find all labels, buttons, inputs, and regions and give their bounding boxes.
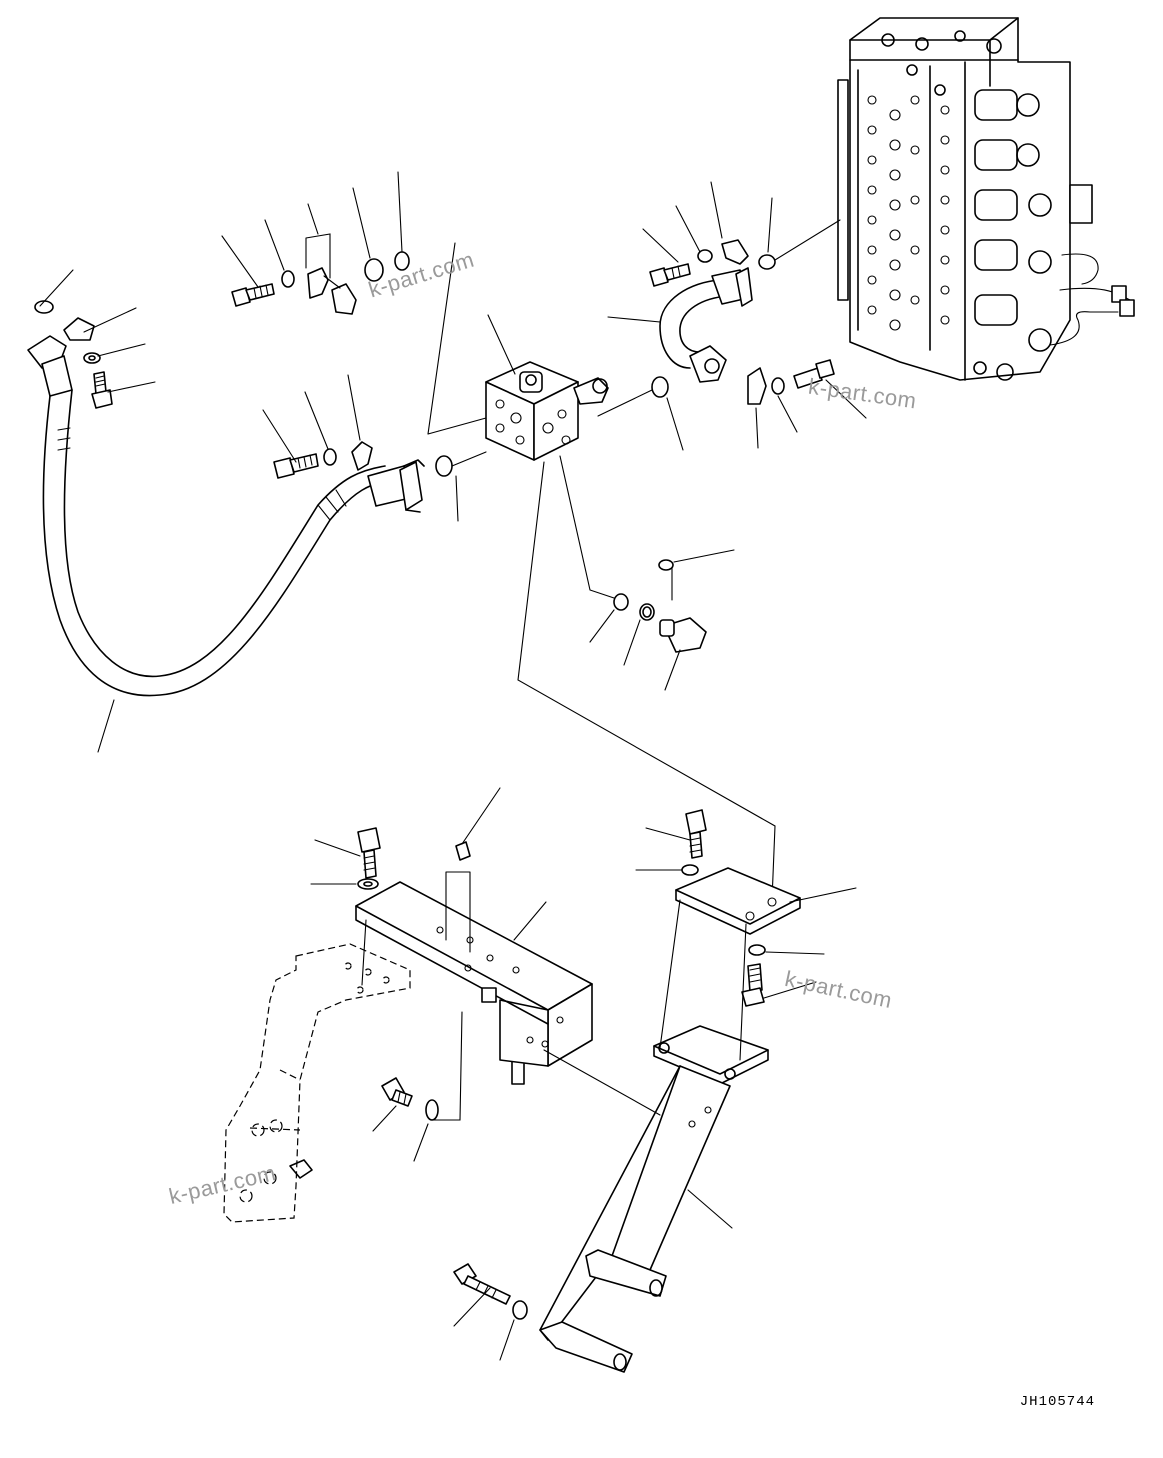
washer: [771, 377, 785, 395]
frame-member-phantom: [223, 943, 411, 1223]
pressure-sensor-group: [589, 549, 735, 691]
assembly-lines: [427, 242, 776, 901]
upper-flange-kit: [221, 171, 410, 315]
clamp-half: [721, 239, 749, 265]
washer: [425, 1099, 439, 1121]
washer: [748, 944, 766, 956]
washer: [83, 352, 101, 364]
plug: [455, 841, 471, 861]
connector-cap: [658, 559, 674, 571]
bolt: [685, 809, 707, 859]
o-ring: [364, 258, 384, 282]
washer: [281, 270, 295, 288]
lower-mount-bracket: [310, 787, 661, 1162]
clamp-half: [351, 441, 373, 471]
valve-solenoids: [974, 89, 1093, 352]
drawing-code: JH105744: [1019, 1394, 1095, 1410]
left-hose-fittings: [27, 269, 459, 753]
right-support-arm: [453, 809, 857, 1373]
right-hose-fittings: [607, 181, 867, 451]
o-ring: [34, 300, 54, 314]
o-ring: [758, 254, 776, 270]
washer: [357, 878, 379, 890]
washer: [512, 1300, 528, 1320]
bolt: [381, 1077, 413, 1107]
bolt: [453, 1263, 511, 1305]
bolt: [649, 263, 691, 287]
bolt: [273, 453, 319, 479]
washer: [681, 864, 699, 876]
hose-elbow: [399, 461, 423, 511]
valve-block: [485, 314, 609, 461]
o-ring: [435, 455, 453, 477]
long-hose: [42, 395, 391, 697]
o-ring: [613, 593, 629, 611]
washer: [323, 448, 337, 466]
plate: [675, 867, 801, 925]
bolt: [741, 963, 765, 1007]
bolt: [231, 283, 275, 307]
split-flange: [63, 317, 95, 341]
washer: [697, 249, 713, 263]
bolt: [793, 359, 835, 389]
bolt: [91, 371, 113, 409]
valve-port-pattern: [867, 95, 950, 331]
backup-ring: [639, 603, 655, 621]
middle-flange-kit: [262, 374, 373, 479]
control-valve-assembly: [837, 17, 1135, 381]
bolt: [357, 827, 381, 879]
hose-elbow: [689, 345, 727, 383]
clamp-half: [307, 267, 329, 299]
clamp-half: [331, 283, 357, 315]
short-hose: [659, 279, 721, 369]
o-ring: [651, 376, 669, 398]
valve-fitting: [573, 377, 609, 405]
clamp-half: [747, 367, 767, 405]
